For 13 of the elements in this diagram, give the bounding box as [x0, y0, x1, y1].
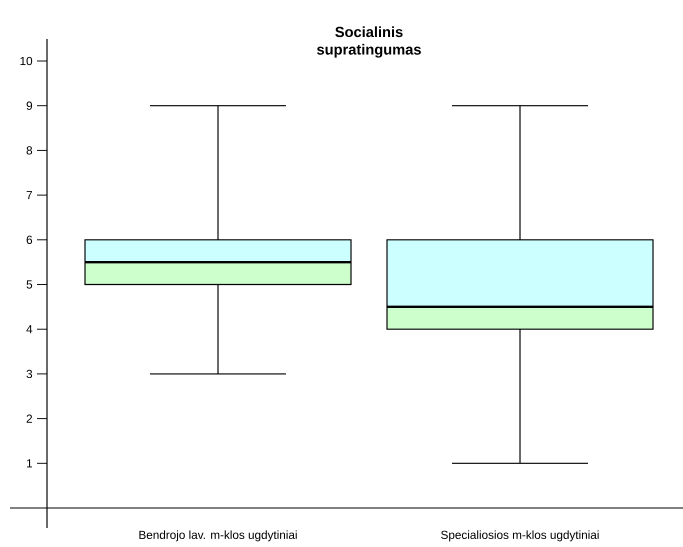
tick-label: 1 — [26, 459, 32, 468]
tick-label: 4 — [26, 325, 32, 334]
category-label: Bendrojo lav. m-klos ugdytiniai — [139, 530, 297, 542]
tick-label: 8 — [26, 146, 32, 155]
tick-label: 3 — [26, 370, 32, 378]
category-label: Specialiosios m-klos ugdytiniai — [441, 530, 599, 542]
tick-label: 2 — [26, 414, 32, 423]
tick-label: 6 — [26, 236, 32, 244]
tick-label: 10 — [20, 56, 32, 66]
tick-label: 5 — [26, 280, 32, 289]
tick-label: 9 — [26, 102, 32, 110]
chart-title: Socialinis supratingumas — [317, 26, 421, 58]
tick-label: 7 — [26, 191, 32, 200]
